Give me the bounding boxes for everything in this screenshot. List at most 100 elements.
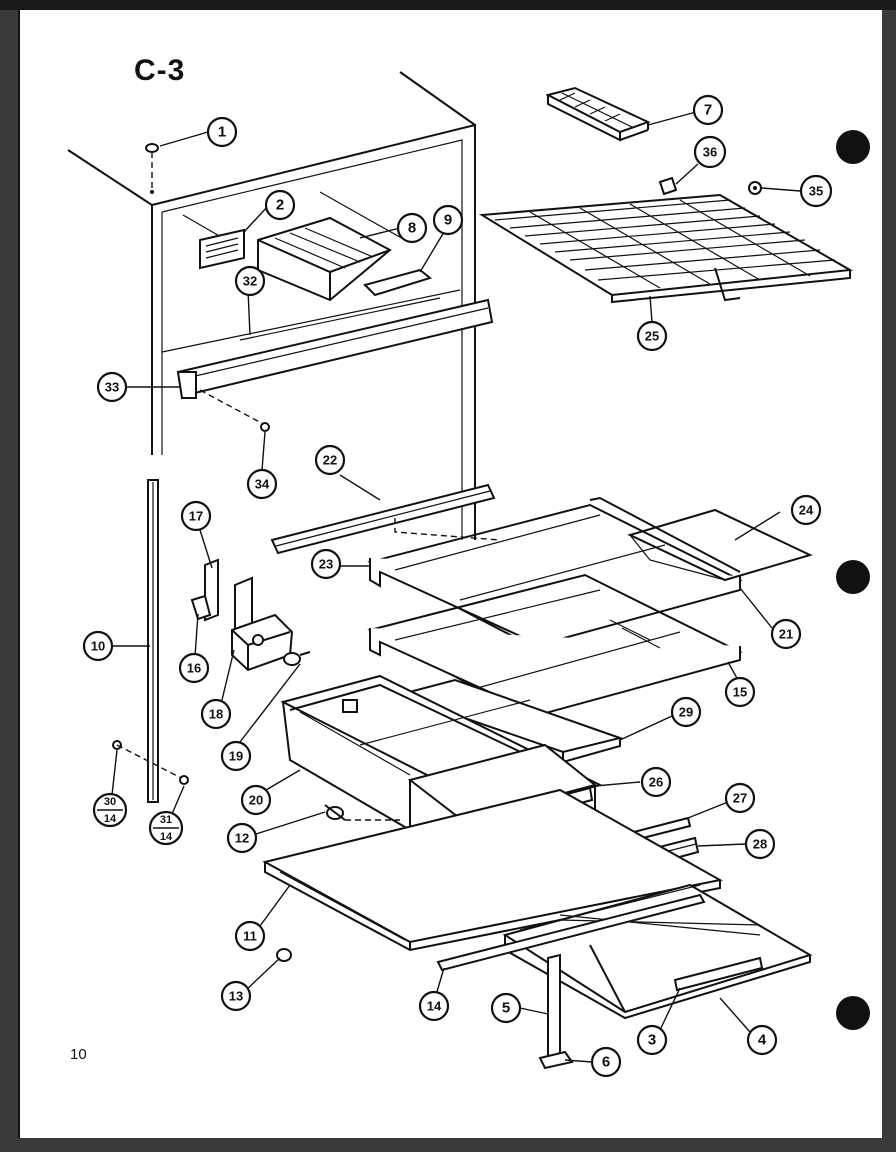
part-ice-tray	[545, 86, 651, 142]
svg-text:2: 2	[276, 197, 284, 214]
callout-5: 5	[490, 992, 522, 1024]
part-glass-shelf-11	[262, 788, 723, 952]
svg-text:29: 29	[679, 705, 693, 720]
svg-text:14: 14	[104, 813, 117, 825]
callout-24: 24	[790, 494, 822, 526]
svg-text:23: 23	[319, 557, 333, 572]
svg-text:28: 28	[753, 837, 767, 852]
svg-text:24: 24	[799, 503, 814, 518]
callout-1: 1	[206, 116, 238, 148]
svg-text:15: 15	[733, 685, 747, 700]
part-screw-13	[276, 948, 292, 962]
callout-32: 32	[234, 265, 266, 297]
svg-text:3: 3	[648, 1032, 656, 1049]
callout-35: 35	[799, 174, 833, 208]
svg-text:34: 34	[255, 477, 270, 492]
svg-text:12: 12	[235, 831, 249, 846]
callout-22: 22	[314, 444, 346, 476]
svg-text:25: 25	[645, 329, 659, 344]
svg-text:5: 5	[502, 1000, 510, 1017]
part-nut-35	[748, 181, 762, 195]
callout-6: 6	[590, 1046, 622, 1078]
part-clip-36	[658, 176, 678, 196]
callout-29: 29	[670, 696, 702, 728]
callout-34: 34	[246, 468, 278, 500]
callout-19: 19	[220, 740, 252, 772]
callout-30-over-14: 30 14	[92, 792, 128, 828]
callout-2: 2	[264, 189, 296, 221]
part-rail-14	[436, 893, 706, 972]
callout-20: 20	[240, 784, 272, 816]
binder-hole-middle	[836, 560, 870, 594]
callout-27: 27	[724, 782, 756, 814]
callout-11: 11	[234, 920, 266, 952]
callout-10: 10	[82, 630, 114, 662]
svg-text:18: 18	[209, 707, 223, 722]
scan-edge	[0, 0, 896, 10]
svg-text:1: 1	[218, 124, 226, 141]
part-screw-31	[179, 775, 189, 785]
svg-text:7: 7	[704, 102, 712, 119]
svg-text:33: 33	[105, 380, 119, 395]
part-upper-shelf-frame	[367, 496, 813, 652]
page-number: 10	[70, 1046, 87, 1063]
svg-text:31: 31	[160, 814, 172, 826]
part-shelf-rail-22	[270, 483, 501, 555]
binder-hole-bottom	[836, 996, 870, 1030]
svg-text:32: 32	[243, 274, 257, 289]
callout-36: 36	[693, 135, 727, 169]
callout-31-over-14: 31 14	[148, 810, 184, 846]
part-pan-drawer	[502, 883, 813, 1020]
svg-text:19: 19	[229, 749, 243, 764]
svg-text:16: 16	[187, 661, 201, 676]
callout-4: 4	[746, 1024, 778, 1056]
part-vent-grille	[199, 228, 245, 270]
svg-text:14: 14	[427, 999, 442, 1014]
callout-13: 13	[220, 980, 252, 1012]
svg-text:10: 10	[91, 639, 105, 654]
callout-26: 26	[640, 766, 672, 798]
callout-14: 14	[418, 990, 450, 1022]
svg-text:27: 27	[733, 791, 747, 806]
svg-text:20: 20	[249, 793, 263, 808]
callout-3: 3	[636, 1024, 668, 1056]
part-screw-12	[324, 804, 400, 821]
part-ice-bin	[257, 216, 392, 302]
callout-12: 12	[226, 822, 258, 854]
callout-7: 7	[692, 94, 724, 126]
svg-text:6: 6	[602, 1054, 610, 1071]
svg-text:9: 9	[444, 212, 452, 229]
svg-text:21: 21	[779, 627, 793, 642]
callout-33: 33	[96, 371, 128, 403]
svg-text:4: 4	[758, 1032, 767, 1049]
callout-9: 9	[432, 204, 464, 236]
svg-text:30: 30	[104, 796, 116, 808]
part-hinge-assembly	[190, 558, 311, 672]
callout-23: 23	[310, 548, 342, 580]
part-screw-30	[112, 740, 186, 781]
part-support-leg	[538, 953, 574, 1070]
svg-text:13: 13	[229, 989, 243, 1004]
svg-text:36: 36	[703, 145, 717, 160]
callout-15: 15	[724, 676, 756, 708]
svg-text:22: 22	[323, 453, 337, 468]
diagram-title: C-3	[134, 54, 186, 87]
leader-lines	[111, 111, 801, 1063]
svg-text:8: 8	[408, 220, 416, 237]
callout-28: 28	[744, 828, 776, 860]
part-screw-1	[145, 143, 159, 194]
part-screw-34	[199, 389, 270, 432]
part-gasket-strip	[147, 479, 159, 803]
part-wire-shelf	[478, 193, 854, 304]
svg-text:14: 14	[160, 831, 173, 843]
part-front-rail	[176, 297, 494, 399]
callout-8: 8	[396, 212, 428, 244]
callout-17: 17	[180, 500, 212, 532]
binder-hole-top	[836, 130, 870, 164]
svg-text:35: 35	[809, 184, 823, 199]
callout-18: 18	[200, 698, 232, 730]
part-small-bin	[363, 268, 433, 297]
callout-16: 16	[178, 652, 210, 684]
cabinet-outline	[67, 71, 476, 540]
